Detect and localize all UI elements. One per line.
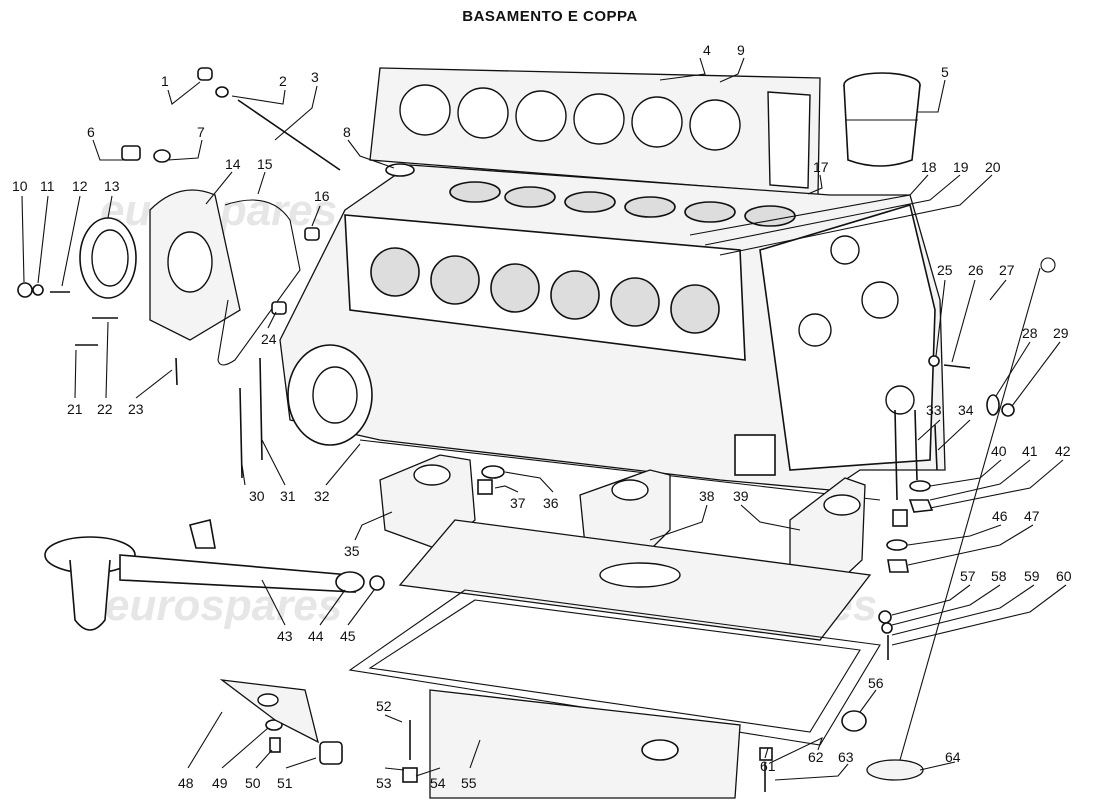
- callout-12: 12: [72, 178, 88, 194]
- callout-62: 62: [808, 749, 824, 765]
- callout-60: 60: [1056, 568, 1072, 584]
- callout-47: 47: [1024, 508, 1040, 524]
- callout-2: 2: [279, 73, 287, 89]
- callout-26: 26: [968, 262, 984, 278]
- callout-24: 24: [261, 331, 277, 347]
- callout-39: 39: [733, 488, 749, 504]
- studs-and-bolts: [17, 67, 1015, 792]
- callout-1: 1: [161, 73, 169, 89]
- callout-49: 49: [212, 775, 228, 791]
- callout-34: 34: [958, 402, 974, 418]
- callout-20: 20: [985, 159, 1001, 175]
- callout-63: 63: [838, 749, 854, 765]
- dipstick: [866, 257, 1056, 781]
- oil-sump: [429, 689, 741, 799]
- callout-27: 27: [999, 262, 1015, 278]
- callout-11: 11: [40, 178, 55, 194]
- callout-30: 30: [249, 488, 265, 504]
- callout-17: 17: [813, 159, 829, 175]
- callout-3: 3: [311, 69, 319, 85]
- callout-38: 38: [699, 488, 715, 504]
- callout-23: 23: [128, 401, 144, 417]
- callout-54: 54: [430, 775, 446, 791]
- timing-cover: [149, 189, 301, 366]
- callout-44: 44: [308, 628, 324, 644]
- callout-64: 64: [945, 749, 961, 765]
- callout-52: 52: [376, 698, 392, 714]
- callout-19: 19: [953, 159, 969, 175]
- callout-50: 50: [245, 775, 261, 791]
- callout-13: 13: [104, 178, 120, 194]
- callout-35: 35: [344, 543, 360, 559]
- callout-18: 18: [921, 159, 937, 175]
- callout-53: 53: [376, 775, 392, 791]
- callout-51: 51: [277, 775, 293, 791]
- callout-4: 4: [703, 42, 711, 58]
- callout-14: 14: [225, 156, 241, 172]
- callout-numbers: 1 2 3 4 5 6 7 8 9 10 11 12 13 14 15 16 1…: [12, 42, 1072, 791]
- callout-15: 15: [257, 156, 273, 172]
- callout-42: 42: [1055, 443, 1071, 459]
- callout-57: 57: [960, 568, 976, 584]
- crankshaft-seal: [79, 217, 137, 299]
- callout-8: 8: [343, 124, 351, 140]
- callout-10: 10: [12, 178, 28, 194]
- callout-45: 45: [340, 628, 356, 644]
- callout-43: 43: [277, 628, 293, 644]
- callout-16: 16: [314, 188, 330, 204]
- callout-41: 41: [1022, 443, 1038, 459]
- callout-61: 61: [760, 758, 776, 774]
- leader-lines: [21, 57, 1067, 781]
- callout-48: 48: [178, 775, 194, 791]
- callout-7: 7: [197, 124, 205, 140]
- engine-block: [279, 164, 946, 501]
- oil-pickup: [44, 519, 385, 631]
- callout-56: 56: [868, 675, 884, 691]
- gasket-plate: [219, 679, 319, 744]
- baffle-plate: [398, 519, 872, 641]
- callout-28: 28: [1022, 325, 1038, 341]
- callout-25: 25: [937, 262, 953, 278]
- head-gasket: [369, 67, 821, 196]
- callout-5: 5: [941, 64, 949, 80]
- callout-59: 59: [1024, 568, 1040, 584]
- page-title: BASAMENTO E COPPA: [462, 8, 638, 25]
- callout-21: 21: [67, 401, 83, 417]
- callout-33: 33: [926, 402, 942, 418]
- callout-40: 40: [991, 443, 1007, 459]
- callout-32: 32: [314, 488, 330, 504]
- callout-37: 37: [510, 495, 526, 511]
- callout-46: 46: [992, 508, 1008, 524]
- callout-36: 36: [543, 495, 559, 511]
- cylinder-liner: [843, 72, 921, 167]
- callout-9: 9: [737, 42, 745, 58]
- callout-22: 22: [97, 401, 113, 417]
- callout-55: 55: [461, 775, 477, 791]
- callout-6: 6: [87, 124, 95, 140]
- callout-29: 29: [1053, 325, 1069, 341]
- callout-31: 31: [280, 488, 296, 504]
- callout-58: 58: [991, 568, 1007, 584]
